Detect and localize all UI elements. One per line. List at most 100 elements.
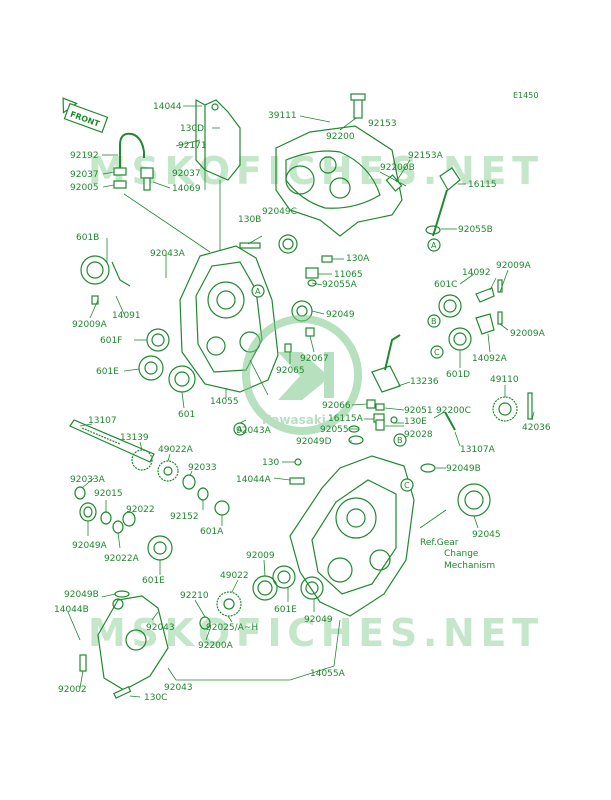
callout-130: 130 bbox=[262, 458, 279, 468]
callout-601E-top: 601E bbox=[96, 367, 119, 377]
callout-92049B: 92049B bbox=[446, 464, 481, 474]
callout-92055B: 92055B bbox=[458, 225, 493, 235]
bolt-130A bbox=[321, 255, 333, 263]
callout-92210: 92210 bbox=[180, 591, 209, 601]
callout-14091: 14091 bbox=[112, 311, 141, 321]
washer-92022A bbox=[112, 520, 124, 534]
callout-601E-mid: 601E bbox=[142, 576, 165, 586]
callout-92049A: 92049A bbox=[72, 541, 108, 551]
brand-badge-text: Kawasaki bbox=[262, 413, 326, 427]
bolt-14044A bbox=[289, 477, 305, 485]
callout-92049B-bot: 92049B bbox=[64, 590, 99, 600]
callout-14055A: 14055A bbox=[310, 669, 346, 679]
callout-92055: 92055 bbox=[320, 425, 349, 435]
callout-92200C: 92200C bbox=[436, 406, 471, 416]
callout-601D: 601D bbox=[446, 370, 470, 380]
callout-92033A: 92033A bbox=[70, 475, 106, 485]
svg-text:A: A bbox=[431, 241, 437, 250]
bolt-130 bbox=[294, 458, 302, 466]
callout-130E: 130E bbox=[404, 417, 427, 427]
callout-92153: 92153 bbox=[368, 119, 397, 129]
callout-92049: 92049 bbox=[326, 310, 355, 320]
bushing-11065 bbox=[305, 267, 319, 279]
plug-92028 bbox=[375, 419, 385, 431]
callout-13139: 13139 bbox=[120, 433, 149, 443]
bolt-92009A-r2 bbox=[497, 311, 503, 325]
washer-92005 bbox=[113, 180, 127, 189]
callout-92051: 92051 bbox=[404, 406, 433, 416]
circlip-92033A bbox=[74, 486, 86, 500]
bearing-601E-mid bbox=[147, 535, 173, 561]
callout-14055: 14055 bbox=[210, 397, 239, 407]
callout-92043-top: 92043 bbox=[146, 623, 175, 633]
callout-92067: 92067 bbox=[300, 354, 329, 364]
ref-marker-c1: C bbox=[430, 345, 444, 359]
seal-92049B-bot bbox=[114, 590, 130, 598]
callout-42036: 42036 bbox=[522, 423, 551, 433]
bearing-601F bbox=[146, 328, 170, 352]
callout-14092A: 14092A bbox=[472, 354, 508, 364]
page-code: E1450 bbox=[513, 91, 538, 100]
callout-92037-b: 92037 bbox=[172, 169, 201, 179]
washer-92015 bbox=[100, 511, 112, 525]
callout-92015: 92015 bbox=[94, 489, 123, 499]
svg-text:A: A bbox=[255, 287, 261, 296]
bolt-130C bbox=[113, 686, 132, 699]
callout-92028: 92028 bbox=[404, 430, 433, 440]
bolt-92153 bbox=[350, 93, 366, 119]
callout-92037-a: 92037 bbox=[70, 170, 99, 180]
pin-92065 bbox=[284, 343, 292, 353]
callout-13107A: 13107A bbox=[460, 445, 496, 455]
dipstick-16115 bbox=[432, 167, 461, 237]
ref-marker-a1: A bbox=[251, 284, 265, 298]
callout-39111: 39111 bbox=[268, 111, 297, 121]
svg-text:A: A bbox=[237, 425, 243, 434]
gear-49022 bbox=[216, 591, 242, 617]
seal-92049D bbox=[348, 435, 364, 445]
washer-92051 bbox=[375, 403, 385, 411]
callout-16115A: 16115A bbox=[328, 414, 364, 424]
spring-14091 bbox=[111, 261, 131, 287]
callout-14044: 14044 bbox=[153, 102, 182, 112]
callout-92152: 92152 bbox=[170, 512, 199, 522]
kawasaki-badge: Kawasaki bbox=[242, 315, 362, 435]
callout-130C: 130C bbox=[144, 693, 167, 703]
bearing-601D bbox=[448, 327, 472, 351]
bearing-601A bbox=[214, 500, 230, 516]
callout-92043-bot: 92043 bbox=[164, 683, 193, 693]
callout-labels: 14044 130D 92171 92192 92037 92037 92005… bbox=[54, 102, 551, 703]
callout-92045: 92045 bbox=[472, 530, 501, 540]
callout-92200B: 92200B bbox=[380, 163, 415, 173]
callout-14044B: 14044B bbox=[54, 605, 89, 615]
plug-92066 bbox=[366, 399, 376, 409]
bearing-601E-top bbox=[138, 355, 164, 381]
callout-601: 601 bbox=[178, 410, 195, 420]
gear-49022A bbox=[157, 460, 179, 482]
callout-601E-bot: 601E bbox=[274, 605, 297, 615]
callout-49022: 49022 bbox=[220, 571, 249, 581]
callout-92200A: 92200A bbox=[198, 641, 234, 651]
bearing-601B bbox=[80, 255, 110, 285]
callout-49110: 49110 bbox=[490, 375, 519, 385]
bracket-14092A bbox=[475, 313, 495, 335]
callout-92066: 92066 bbox=[322, 401, 351, 411]
bearing-601C bbox=[438, 294, 462, 318]
callout-92033: 92033 bbox=[188, 463, 217, 473]
ref-marker-c2: C bbox=[400, 478, 414, 492]
bolt-130B bbox=[239, 242, 261, 249]
callout-92200: 92200 bbox=[326, 132, 355, 142]
callout-92022A: 92022A bbox=[104, 554, 140, 564]
ref-note-line3: Mechanism bbox=[444, 561, 495, 571]
callout-16115: 16115 bbox=[468, 180, 497, 190]
bolt-92002 bbox=[79, 654, 87, 672]
pin-92067 bbox=[305, 327, 315, 337]
seal-92049A bbox=[79, 502, 97, 522]
callout-92153A: 92153A bbox=[408, 151, 444, 161]
callout-92049-bot: 92049 bbox=[304, 615, 333, 625]
callout-13236: 13236 bbox=[410, 377, 439, 387]
callout-49022A: 49022A bbox=[158, 445, 194, 455]
bracket-14044B bbox=[97, 595, 169, 691]
callout-92009A-left: 92009A bbox=[72, 320, 108, 330]
breather-hose bbox=[119, 132, 145, 168]
callout-13107: 13107 bbox=[88, 416, 117, 426]
